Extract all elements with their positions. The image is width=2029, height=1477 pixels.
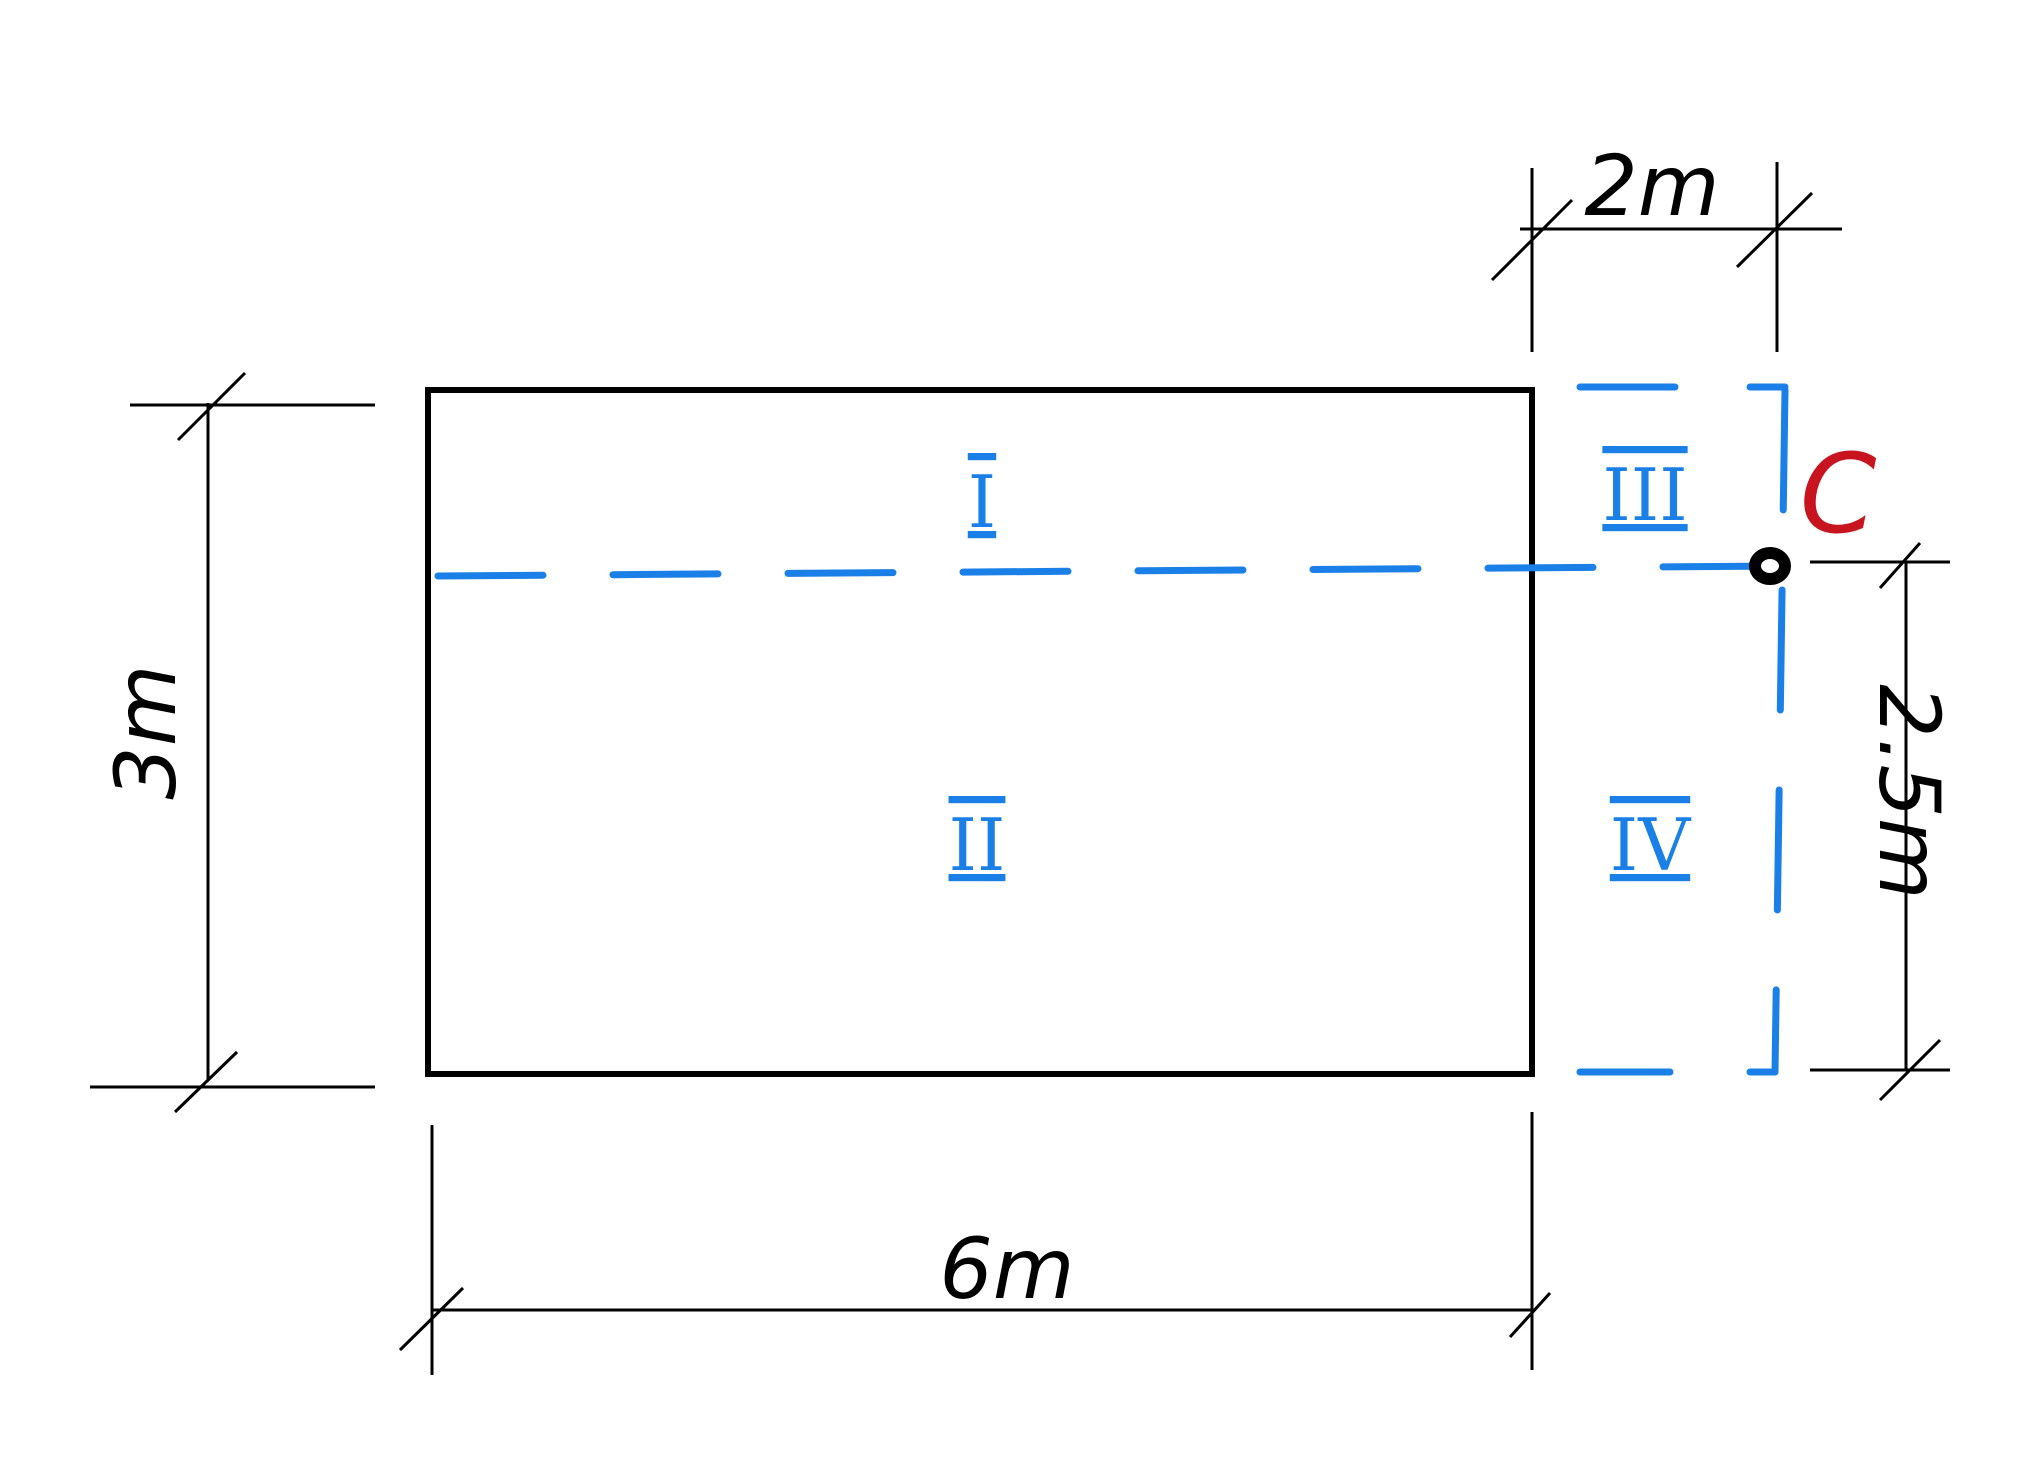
point-c-marker xyxy=(1749,547,1791,585)
point-c-label: C xyxy=(1800,430,1877,558)
dimension-bottom xyxy=(398,1112,1552,1375)
main-rectangle xyxy=(425,387,1535,1077)
tick-mark xyxy=(1490,198,1574,282)
region-label-i: I xyxy=(968,460,996,544)
tick-mark xyxy=(173,1050,239,1114)
horizontal-section-line xyxy=(434,562,1784,580)
dimension-label-left: 3m xyxy=(97,664,195,799)
dimension-label-right: 2.5m xyxy=(1860,684,1958,899)
extension-right-line xyxy=(1771,386,1789,1076)
tick-mark xyxy=(1878,542,1922,589)
tick-mark xyxy=(1735,191,1814,269)
dimension-label-bottom: 6m xyxy=(939,1220,1074,1318)
tick-mark xyxy=(176,371,247,442)
dimension-left xyxy=(90,371,375,1114)
tick-mark xyxy=(398,1286,465,1352)
tick-mark xyxy=(1878,1038,1942,1102)
region-label-ii: II xyxy=(949,803,1006,887)
tick-mark xyxy=(1508,1291,1552,1339)
region-label-iv: IV xyxy=(1610,803,1692,887)
region-label-iii: III xyxy=(1602,453,1687,537)
dimension-label-top: 2m xyxy=(1584,137,1719,235)
section-lines xyxy=(434,383,1789,1076)
dimension-right xyxy=(1810,542,1950,1102)
dimension-top xyxy=(1490,162,1842,352)
